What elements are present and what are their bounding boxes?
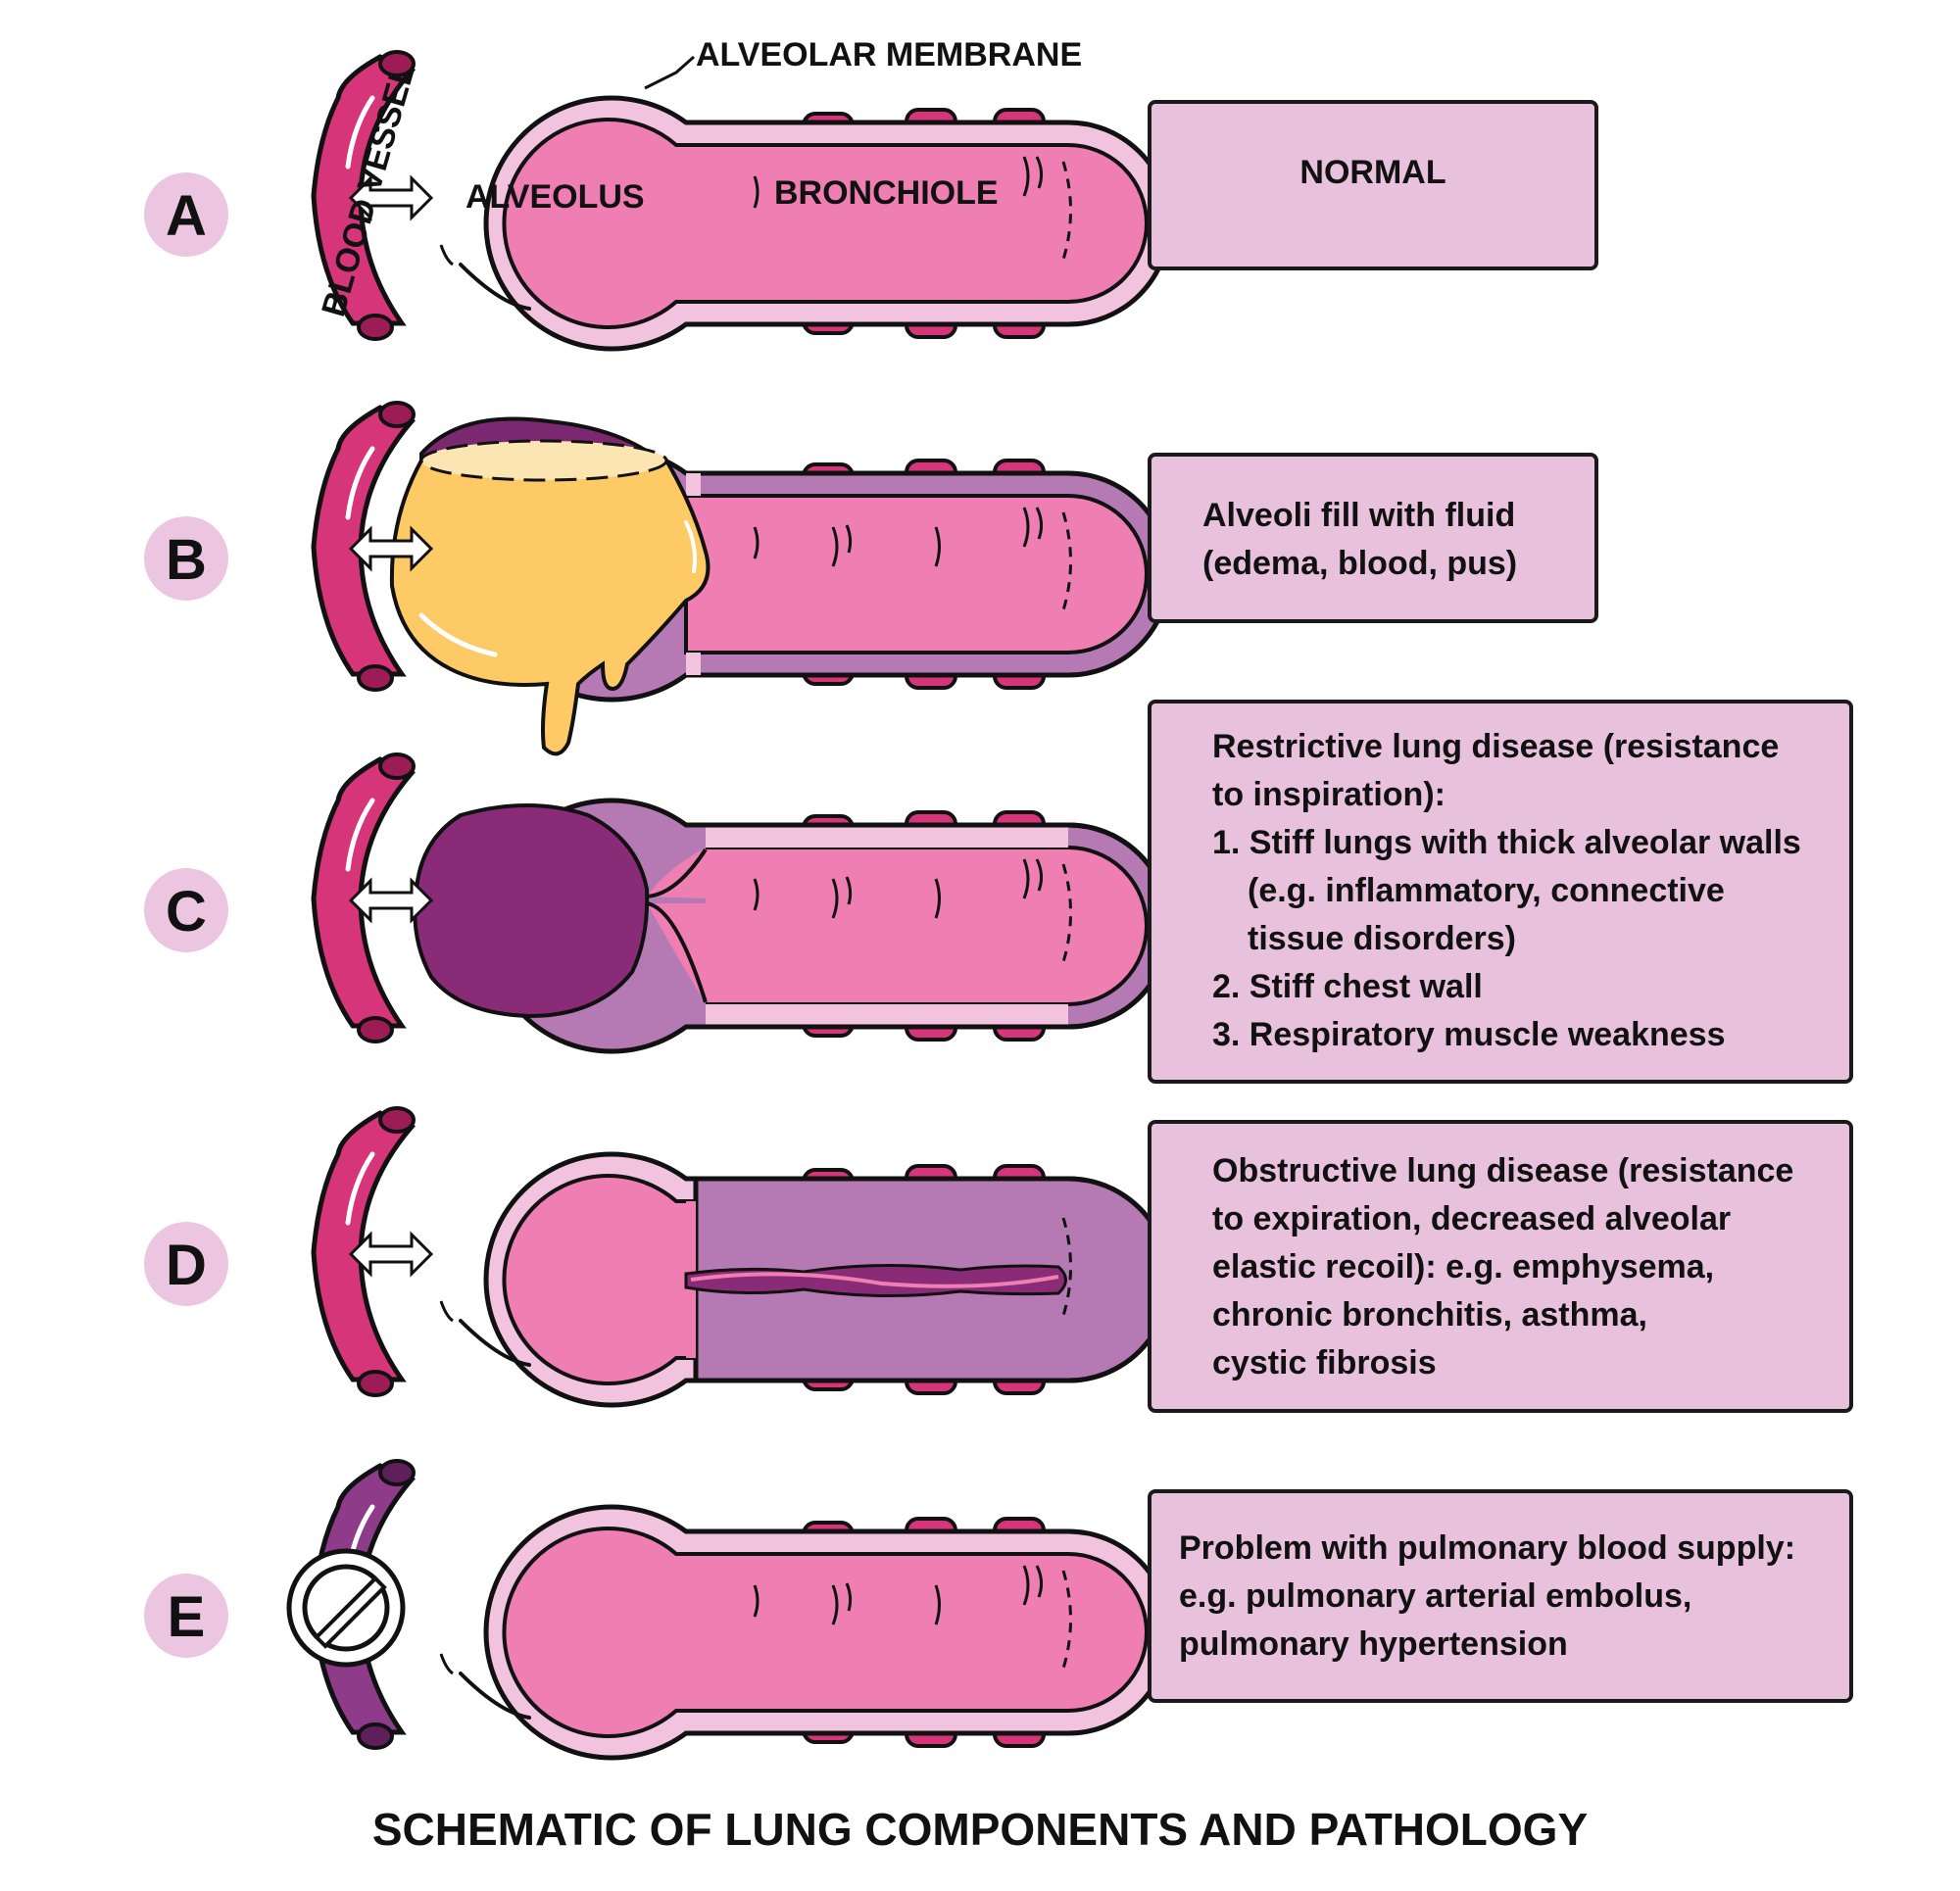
- description-line: Restrictive lung disease (resistance: [1212, 728, 1780, 765]
- description-line: chronic bronchitis, asthma,: [1212, 1296, 1647, 1333]
- description-line: Alveoli fill with fluid: [1202, 497, 1516, 534]
- row-letter-a: A: [166, 184, 207, 248]
- bronchiole-label: BRONCHIOLE: [774, 174, 999, 212]
- blood-vessel: [311, 54, 416, 326]
- description-line: to expiration, decreased alveolar: [1212, 1200, 1732, 1237]
- description-line: cystic fibrosis: [1212, 1344, 1437, 1382]
- description-line: 1. Stiff lungs with thick alveolar walls: [1212, 824, 1801, 861]
- description-line: (edema, blood, pus): [1202, 545, 1518, 582]
- description-line: elastic recoil): e.g. emphysema,: [1212, 1248, 1715, 1285]
- double-arrow-icon: [348, 174, 434, 221]
- description-line: to inspiration):: [1212, 776, 1446, 813]
- fluid-fill: [389, 449, 710, 756]
- row-letter-b: B: [166, 528, 207, 592]
- row-e-illustration: [286, 1459, 1169, 1758]
- row-c-illustration: [311, 752, 1169, 1051]
- description-line: 2. Stiff chest wall: [1212, 968, 1483, 1005]
- bronchiole-marks: [753, 156, 1072, 261]
- row-b-illustration: [311, 401, 1169, 756]
- alveolus-label: ALVEOLUS: [466, 178, 645, 216]
- description-line: Obstructive lung disease (resistance: [1212, 1152, 1794, 1189]
- figure-title: SCHEMATIC OF LUNG COMPONENTS AND PATHOLO…: [371, 1804, 1589, 1855]
- row-a-illustration: ALVEOLUS BRONCHIOLE ALVEOLAR MEMBRANE BL…: [311, 36, 1169, 349]
- description-line: 3. Respiratory muscle weakness: [1212, 1016, 1726, 1053]
- description-box-obstructive: Obstructive lung disease (resistance to …: [1148, 1120, 1853, 1413]
- prohibited-icon: [286, 1548, 406, 1668]
- description-box-restrictive: Restrictive lung disease (resistance to …: [1148, 700, 1853, 1084]
- description-line: NORMAL: [1299, 153, 1446, 191]
- description-box-blood-supply: Problem with pulmonary blood supply: e.g…: [1148, 1489, 1853, 1703]
- row-letter-d: D: [166, 1234, 207, 1297]
- row-letter-e: E: [168, 1585, 206, 1649]
- row-letter-c: C: [166, 880, 207, 944]
- description-line: pulmonary hypertension: [1179, 1625, 1568, 1663]
- description-box-fluid: Alveoli fill with fluid (edema, blood, p…: [1148, 453, 1598, 623]
- description-line: e.g. pulmonary arterial embolus,: [1179, 1577, 1692, 1615]
- description-box-normal: NORMAL: [1148, 100, 1598, 270]
- alveolar-membrane-label: ALVEOLAR MEMBRANE: [696, 36, 1082, 73]
- description-line: (e.g. inflammatory, connective: [1248, 872, 1725, 909]
- row-letters: A B C D E: [144, 172, 228, 1658]
- description-line: tissue disorders): [1248, 920, 1516, 957]
- description-line: Problem with pulmonary blood supply:: [1179, 1529, 1796, 1567]
- alveolar-membrane-pointer: [644, 55, 695, 90]
- row-d-illustration: [311, 1106, 1169, 1405]
- collapsed-alveolus: [413, 803, 650, 1019]
